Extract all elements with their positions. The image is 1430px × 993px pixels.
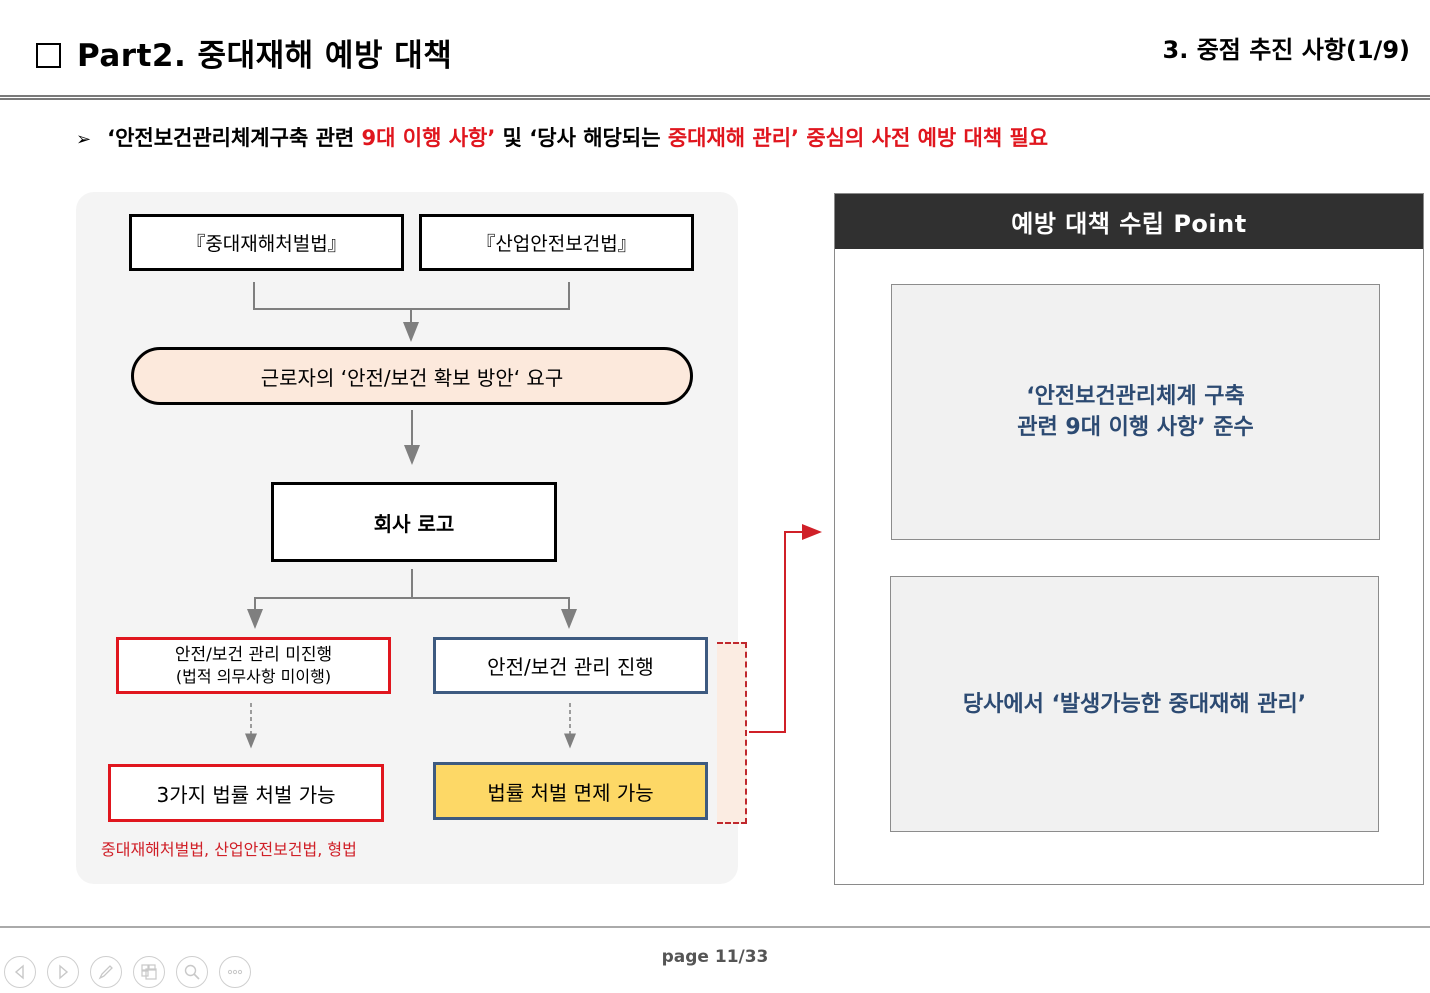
laws-note: 중대재해처벌법, 산업안전보건법, 형법 [101,840,357,859]
prevention-point-panel: 예방 대책 수립 Point ‘안전보건관리체계 구축 관련 9대 이행 사항’… [834,193,1424,885]
point-card-compliance: ‘안전보건관리체계 구축 관련 9대 이행 사항’ 준수 [891,284,1380,540]
highlight-bracket [717,642,747,824]
law-box-serious-accidents-act: 『중대재해처벌법』 [129,214,404,271]
company-logo-box: 회사 로고 [271,482,557,562]
title-text: Part2. 중대재해 예방 대책 [77,38,453,74]
section-label: 3. 중점 추진 사항(1/9) [1162,36,1410,64]
zoom-icon [184,964,200,980]
slide-title: Part2. 중대재해 예방 대책 [36,30,452,75]
checkbox-square-icon [36,43,61,68]
point-card-accident-management: 당사에서 ‘발생가능한 중대재해 관리’ [890,576,1379,832]
next-icon [59,964,69,980]
previous-icon [14,964,24,980]
penalty-box: 3가지 법률 처벌 가능 [108,764,384,822]
page-number: page 11/33 [661,947,769,967]
summary-part3: 및 ‘당사 해당되는 [495,126,668,150]
more-icon [227,969,243,975]
point-panel-header: 예방 대책 수립 Point [835,194,1423,249]
summary-line: ➢ ‘안전보건관리체계구축 관련 9대 이행 사항’ 및 ‘당사 해당되는 중대재… [76,122,1048,152]
more-options-button[interactable] [219,956,251,988]
see-all-slides-button[interactable] [133,956,165,988]
zoom-button[interactable] [176,956,208,988]
no-management-sublabel: (법적 의무사항 미이행) [175,666,332,686]
worker-demand-pill: 근로자의 ‘안전/보건 확보 방안‘ 요구 [131,347,693,405]
point-card-1-line2: 관련 9대 이행 사항’ 준수 [1017,415,1254,440]
exemption-box: 법률 처벌 면제 가능 [433,762,708,820]
summary-highlight-2: 중대재해 관리’ 중심의 사전 예방 대책 필요 [667,126,1049,150]
slideshow-controls [4,956,251,988]
slides-grid-icon [141,964,157,980]
point-card-1-line1: ‘안전보건관리체계 구축 [1026,384,1245,409]
previous-slide-button[interactable] [4,956,36,988]
summary-highlight-1: 9대 이행 사항’ [361,126,496,150]
no-management-label: 안전/보건 관리 미진행 [174,644,333,665]
pen-tool-button[interactable] [90,956,122,988]
header-divider [0,95,1430,100]
management-box: 안전/보건 관리 진행 [433,637,708,694]
arrow-bullet-icon: ➢ [76,129,92,150]
no-management-box: 안전/보건 관리 미진행 (법적 의무사항 미이행) [116,637,391,694]
law-box-industrial-safety-act: 『산업안전보건법』 [419,214,694,271]
next-slide-button[interactable] [47,956,79,988]
summary-part1: ‘안전보건관리체계구축 관련 [107,126,362,150]
pen-icon [98,965,113,980]
footer-divider [0,926,1430,929]
